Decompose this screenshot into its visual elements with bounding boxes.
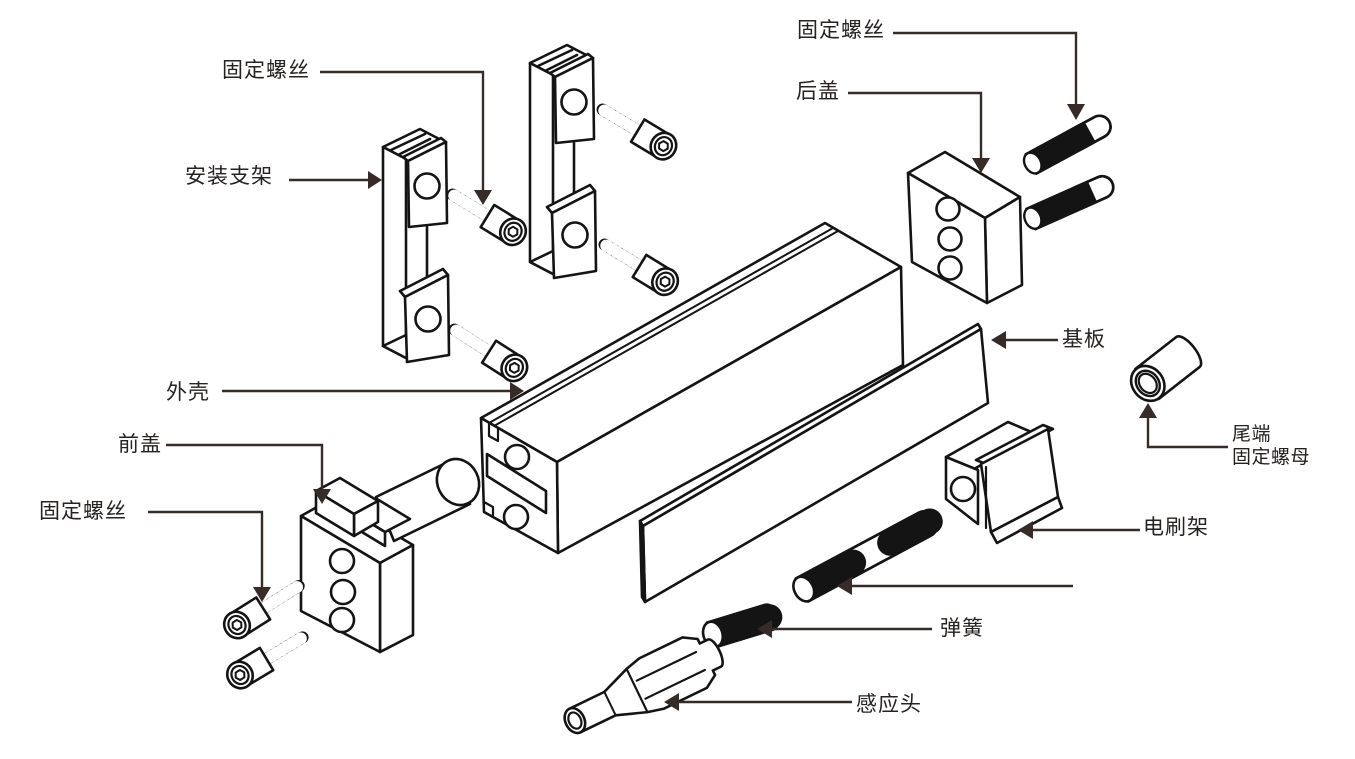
label-housing: 外壳: [166, 381, 210, 404]
leader-fixing-screw-top-left: [320, 70, 485, 192]
arrow-fixing-screw-top-left: [474, 190, 492, 205]
arrow-tail-nut: [1139, 403, 1157, 418]
rear-stud-1: [1020, 112, 1114, 177]
leader-tail-nut: [1146, 416, 1228, 449]
label-mounting-bracket: 安装支架: [185, 165, 273, 188]
brush-holder-shape: [944, 420, 1064, 545]
label-rear-cover: 后盖: [796, 80, 840, 103]
arrow-fixing-screw-top-right: [1067, 104, 1085, 120]
label-fixing-screw-top-left: 固定螺丝: [222, 59, 310, 82]
bracket-screw-2: [447, 318, 532, 386]
base-plate-shape: [638, 322, 990, 604]
mounting-bracket-left: [381, 127, 451, 364]
label-tail-nut-line1: 尾端: [1232, 424, 1272, 445]
threaded-rod-shape: [792, 508, 943, 603]
arrow-base-plate: [991, 331, 1006, 349]
front-cover-shape: [299, 457, 481, 654]
arrow-sensor-head: [664, 693, 679, 711]
label-fixing-screw-top-right: 固定螺丝: [797, 19, 885, 42]
parts-layer: [219, 43, 1203, 735]
leader-fixing-screw-front: [148, 510, 264, 589]
label-fixing-screw-front: 固定螺丝: [39, 500, 127, 523]
arrow-housing: [510, 382, 524, 400]
leader-fixing-screw-top-right: [893, 31, 1078, 106]
arrow-rod: [837, 577, 852, 595]
label-brush-holder: 电刷架: [1143, 516, 1209, 539]
arrow-brush-holder: [1018, 521, 1033, 539]
arrow-front-cover: [313, 489, 331, 504]
mounting-bracket-right: [528, 43, 598, 280]
leader-front-cover: [166, 443, 324, 491]
label-tail-nut-line2: 固定螺母: [1232, 447, 1311, 468]
bracket-screw-3: [596, 98, 681, 164]
sensor-head-shape: [563, 636, 724, 735]
tail-nut-shape: [1129, 335, 1203, 403]
arrow-rear-cover: [972, 158, 990, 173]
housing-shape: [479, 221, 905, 555]
arrow-spring: [757, 620, 772, 638]
label-tail-nut: 尾端 固定螺母: [1232, 423, 1310, 469]
leader-arrows: [253, 104, 1157, 711]
label-base-plate: 基板: [1062, 328, 1106, 351]
bracket-screw-4: [598, 233, 683, 300]
arrow-mounting-bracket: [368, 171, 382, 189]
label-spring: 弹簧: [940, 617, 984, 640]
rear-stud-2: [1021, 173, 1117, 232]
label-sensor-head: 感应头: [856, 693, 922, 716]
leader-lines: [148, 31, 1228, 704]
arrow-fixing-screw-front: [253, 587, 271, 602]
rear-cover-shape: [906, 150, 1024, 305]
leader-rear-cover: [848, 91, 983, 160]
label-front-cover: 前盖: [118, 433, 162, 456]
